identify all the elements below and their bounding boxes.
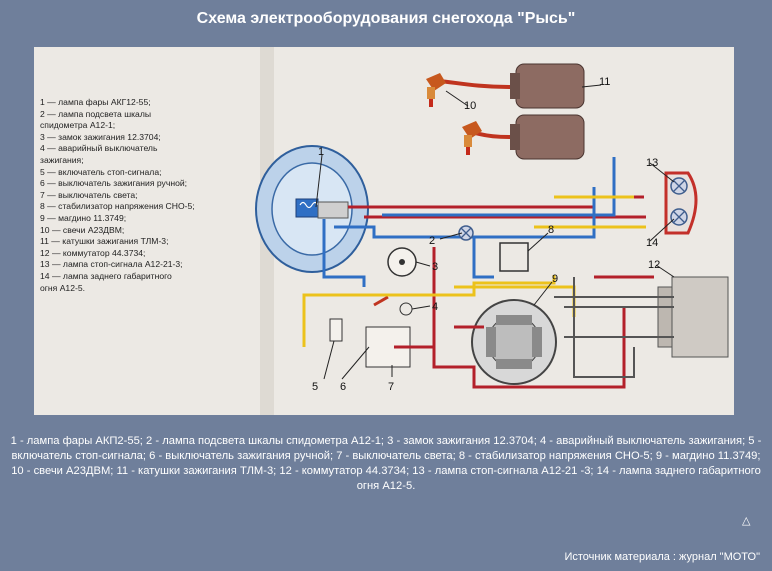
- callout-10: 10: [464, 100, 476, 112]
- wiring-diagram: 1 2 3 4 5 6 7 8 9 10 11 12 13 14 1 — лам…: [34, 47, 734, 415]
- wires-blue: [322, 157, 616, 287]
- spark-plugs: [426, 73, 482, 155]
- source-credit: Источник материала : журнал "МОТО": [564, 551, 760, 563]
- callout-2: 2: [429, 235, 435, 247]
- legend-line: 6 — выключатель зажигания ручной;: [40, 178, 188, 189]
- callout-8: 8: [548, 224, 554, 236]
- callout-9: 9: [552, 273, 558, 285]
- callout-1: 1: [318, 146, 324, 158]
- scroll-top-icon[interactable]: △: [742, 514, 751, 527]
- taillight: [664, 171, 698, 235]
- legend-line: 7 — выключатель света;: [40, 189, 138, 200]
- callout-5: 5: [312, 381, 318, 393]
- page-title: Схема электрооборудования снегохода "Рыс…: [196, 10, 576, 27]
- component-legend: 1 — лампа фары АКГ12-55; 2 — лампа подсв…: [40, 97, 240, 294]
- ignition-coils: [437, 63, 585, 160]
- legend-line: спидометра А12-1;: [40, 120, 116, 131]
- legend-line: 5 — включатель стоп-сигнала;: [40, 166, 162, 177]
- figure-caption: 1 - лампа фары АКП2-55; 2 - лампа подсве…: [10, 435, 762, 492]
- wiring-diagram-svg: 1 2 3 4 5 6 7 8 9 10 11 12 13 14: [255, 47, 729, 415]
- legend-line: 13 — лампа стоп-сигнала А12-21-3;: [40, 259, 183, 270]
- callout-12: 12: [648, 259, 660, 271]
- callout-7: 7: [388, 381, 394, 393]
- legend-line: 2 — лампа подсвета шкалы: [40, 108, 152, 119]
- speedometer-lamp: [458, 225, 474, 241]
- callout-3: 3: [432, 261, 438, 273]
- legend-line: 12 — коммутатор 44.3734;: [40, 247, 146, 258]
- callout-13: 13: [646, 157, 658, 169]
- legend-line: 8 — стабилизатор напряжения СНО-5;: [40, 201, 195, 212]
- headlamp: [255, 145, 369, 273]
- callout-11: 11: [599, 76, 610, 88]
- legend-line: 11 — катушки зажигания ТЛМ-3;: [40, 236, 169, 247]
- leader-lines: [315, 84, 675, 380]
- legend-line: 3 — замок зажигания 12.3704;: [40, 131, 161, 142]
- legend-line: огня А12-5.: [40, 282, 86, 293]
- legend-line: 9 — магдино 11.3749;: [40, 212, 127, 223]
- callout-4: 4: [432, 301, 438, 313]
- ignition-lock: [387, 247, 417, 277]
- commutator-unit: [657, 276, 729, 358]
- legend-line: 1 — лампа фары АКГ12-55;: [40, 97, 151, 107]
- callout-14: 14: [646, 237, 658, 249]
- magneto: [471, 299, 557, 385]
- legend-line: 14 — лампа заднего габаритного: [40, 270, 172, 281]
- emergency-switch: [373, 295, 413, 316]
- voltage-stabilizer: [499, 242, 529, 272]
- wires-gray: [554, 277, 674, 378]
- stop-signal-switch: [329, 318, 343, 342]
- legend-line: 4 — аварийный выключатель: [40, 143, 158, 154]
- legend-line: зажигания;: [40, 154, 84, 165]
- callout-6: 6: [340, 381, 346, 393]
- legend-line: 10 — свечи А23ДВМ;: [40, 224, 125, 235]
